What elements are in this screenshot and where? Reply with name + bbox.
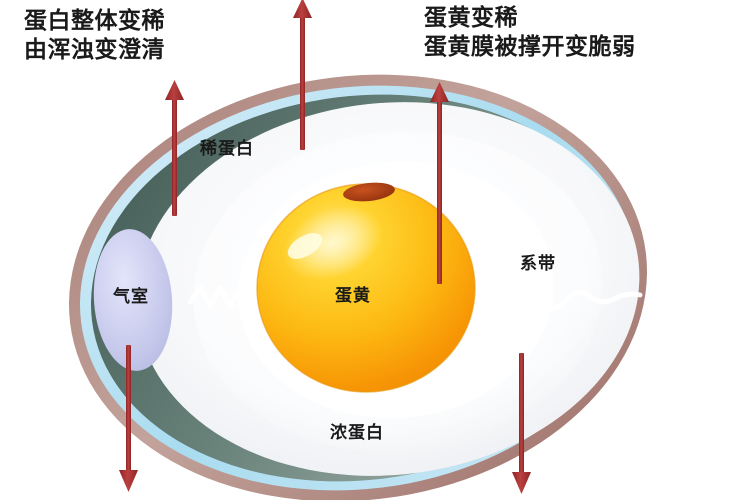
arrow-yolk-up	[430, 82, 449, 284]
label-chalaza: 系带	[520, 254, 556, 273]
germinal-disc	[343, 182, 395, 202]
yolk-note-line-2: 蛋黄膜被撑开变脆弱	[424, 33, 636, 60]
arrow-thin-white-up	[165, 80, 184, 216]
chalaza-left	[187, 285, 265, 309]
yolk-note-line-1: 蛋黄变稀	[424, 4, 518, 30]
yolk-weakening-note: 蛋黄变稀蛋黄膜被撑开变脆弱	[424, 3, 636, 62]
arrow-air-cell-down	[119, 345, 138, 492]
label-yolk: 蛋黄	[335, 286, 371, 305]
chalaza-right	[467, 289, 643, 311]
label-thick-albumen: 浓蛋白	[330, 423, 384, 442]
chalaza-strands	[187, 285, 643, 311]
albumen-note-line-1: 蛋白整体变稀	[24, 7, 165, 33]
air-cell	[93, 229, 173, 371]
arrow-shell-top-up	[293, 0, 312, 150]
label-thin-albumen: 稀蛋白	[200, 139, 254, 158]
albumen-note-line-2: 由浑浊变澄清	[24, 36, 165, 63]
arrow-group	[119, 0, 531, 494]
yolk	[256, 182, 476, 393]
label-air-cell: 气室	[113, 287, 149, 306]
albumen-thinning-note: 蛋白整体变稀由浑浊变澄清	[24, 6, 165, 65]
arrow-thick-white-down	[512, 353, 531, 494]
